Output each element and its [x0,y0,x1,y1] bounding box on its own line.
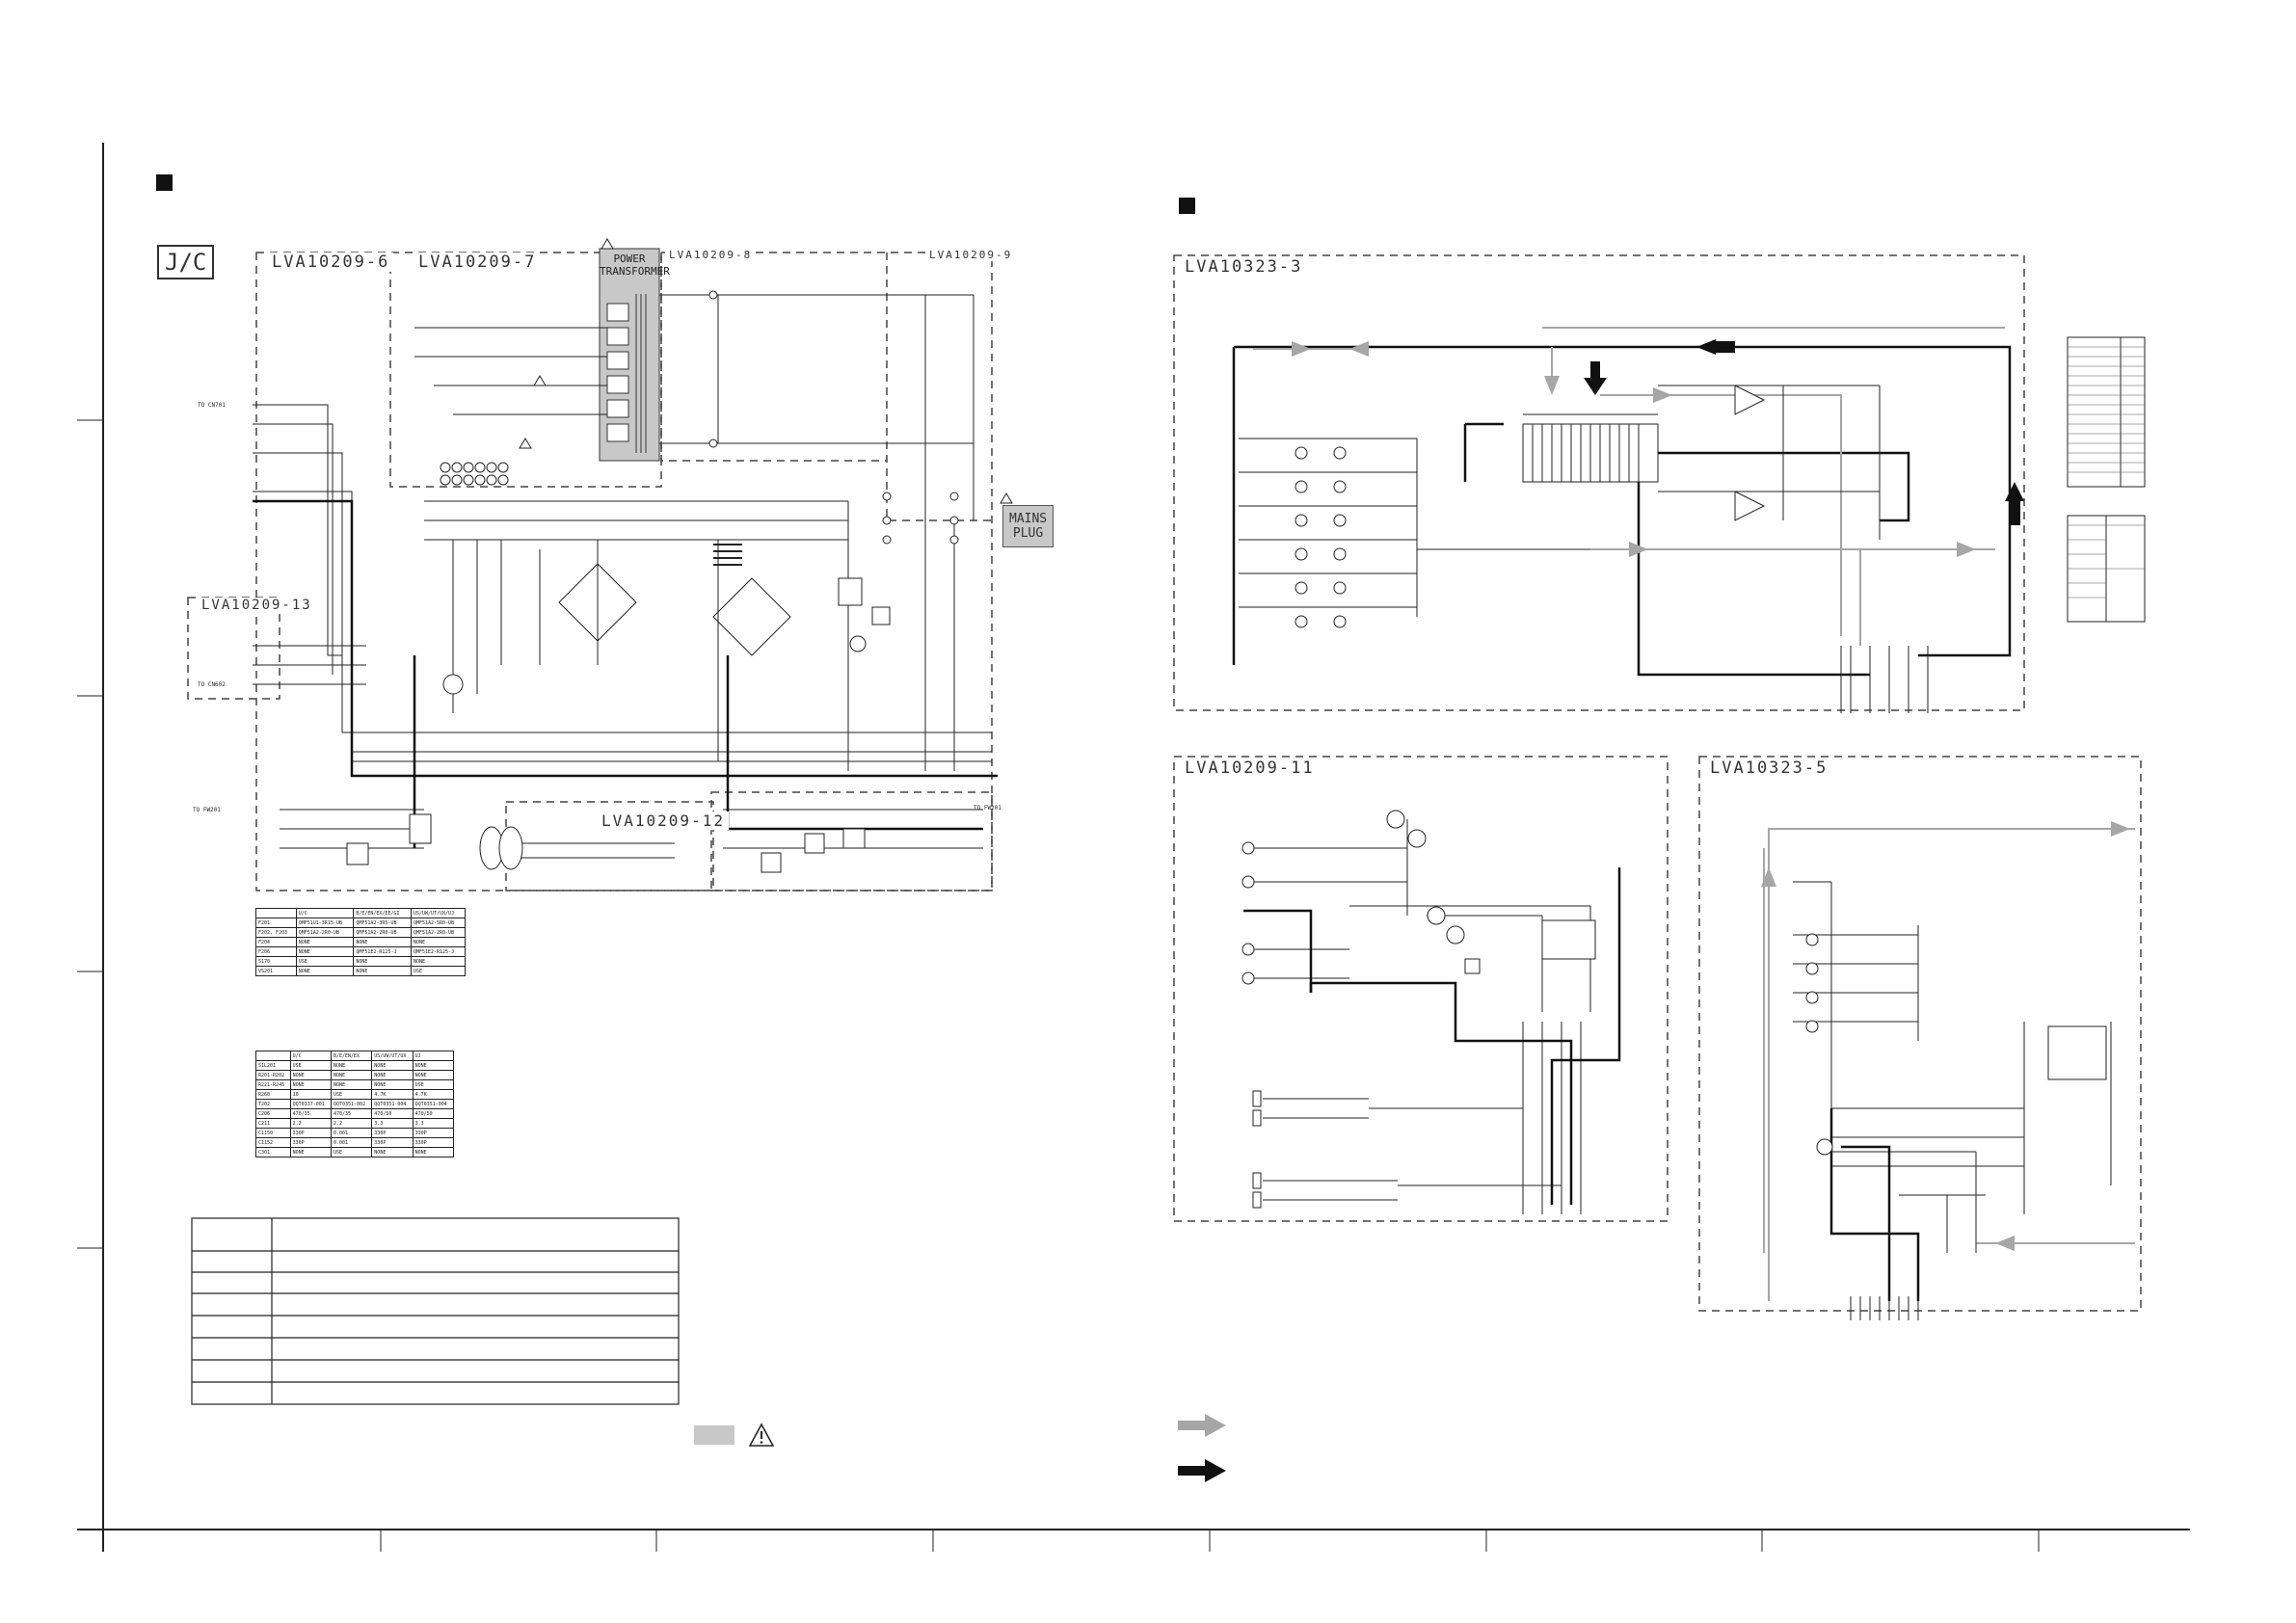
board-outline-lva10323-5 [1698,756,2142,1312]
table-cell: USE [410,966,467,976]
svg-text:TO FW201: TO FW201 [974,805,1001,812]
board-label-lva10209-6: LVA10209-6 [268,253,394,272]
board-label-lva10209-9: LVA10209-9 [925,249,1017,261]
mains-plug-label: MAINS PLUG [1002,505,1055,547]
jc-badge: J/C [157,245,215,279]
board-label-lva10209-7: LVA10209-7 [414,253,541,272]
table-cell: NONE [412,1147,455,1157]
power-transformer-label: POWER TRANSFORMER [600,253,670,278]
svg-text:TO CN701: TO CN701 [198,402,226,409]
warning-triangle-icon [748,1423,775,1447]
board-label-lva10209-11: LVA10209-11 [1181,758,1319,778]
board-outline-lva10209-11 [1173,756,1669,1222]
board-label-lva10209-12: LVA10209-12 [598,812,729,830]
board-label-lva10323-3: LVA10323-3 [1181,257,1307,277]
grey-signal-arrows [1292,341,1976,557]
section-marker-left [156,174,173,191]
svg-text:TO FW201: TO FW201 [193,807,221,813]
safety-legend-swatch [694,1425,734,1445]
board-label-lva10209-13: LVA10209-13 [198,598,316,613]
board-label-lva10209-8: LVA10209-8 [665,249,757,261]
section-marker-right [1179,198,1195,214]
board-outline-lva10323-3 [1173,254,2025,711]
svg-text:TO CN602: TO CN602 [198,681,226,688]
grey-signal-arrow-icon [1178,1414,1226,1437]
board-label-lva10323-5: LVA10323-5 [1706,758,1832,778]
black-signal-arrow-icon [1178,1459,1226,1482]
black-signal-arrows [1584,339,2024,525]
